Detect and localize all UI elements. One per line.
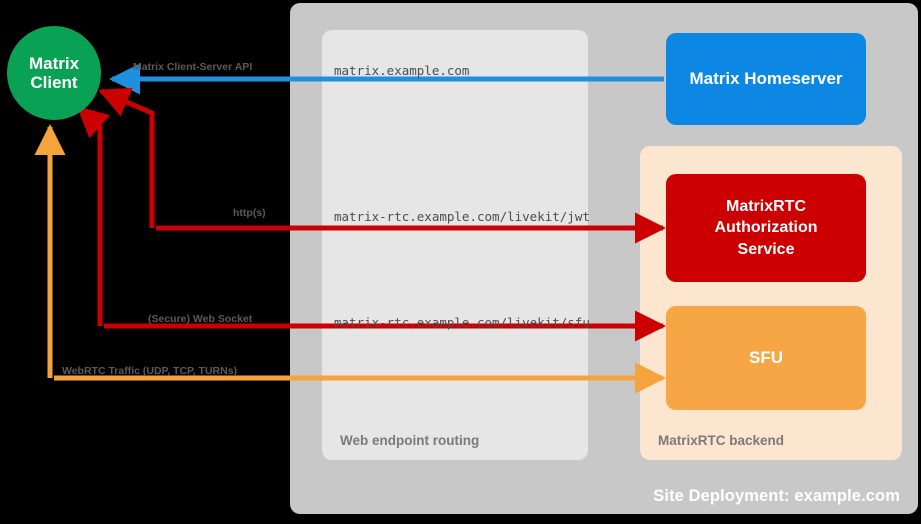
node-matrix-homeserver[interactable]: Matrix Homeserver [666, 33, 866, 125]
authorization-service-label-line2: Authorization [714, 219, 818, 237]
node-matrixrtc-authorization-service[interactable]: MatrixRTC Authorization Service [666, 174, 866, 282]
web-endpoint-routing-label: Web endpoint routing [340, 433, 480, 448]
authorization-service-label-line3: Service [737, 240, 795, 258]
matrixrtc-backend-label: MatrixRTC backend [658, 433, 785, 448]
authorization-service-label-line1: MatrixRTC [725, 197, 806, 215]
edge-label-http-s: http(s) [233, 207, 266, 219]
sfu-label: SFU [749, 348, 783, 367]
matrix-client-label-line2: Client [30, 73, 78, 92]
site-deployment-label: Site Deployment: example.com [653, 487, 900, 505]
node-matrix-client[interactable]: Matrix Client [7, 26, 101, 120]
web-endpoint-routing-container: Web endpoint routing [322, 30, 588, 460]
edge-label-client-server-api: Matrix Client-Server API [133, 61, 253, 73]
matrix-client-label-line1: Matrix [28, 53, 80, 73]
url-label-matrix-example-com: matrix.example.com [334, 63, 470, 78]
edge-label-webrtc-traffic: WebRTC Traffic (UDP, TCP, TURNs) [62, 365, 238, 377]
url-label-livekit-jwt: matrix-rtc.example.com/livekit/jwt [334, 209, 590, 224]
authorization-service-label: MatrixRTC Authorization Service [714, 196, 817, 261]
matrix-homeserver-label: Matrix Homeserver [689, 69, 843, 88]
node-sfu[interactable]: SFU [666, 306, 866, 410]
edge-label-secure-web-socket: (Secure) Web Socket [148, 313, 253, 325]
url-label-livekit-sfu: matrix-rtc.example.com/livekit/sfu [334, 315, 590, 330]
